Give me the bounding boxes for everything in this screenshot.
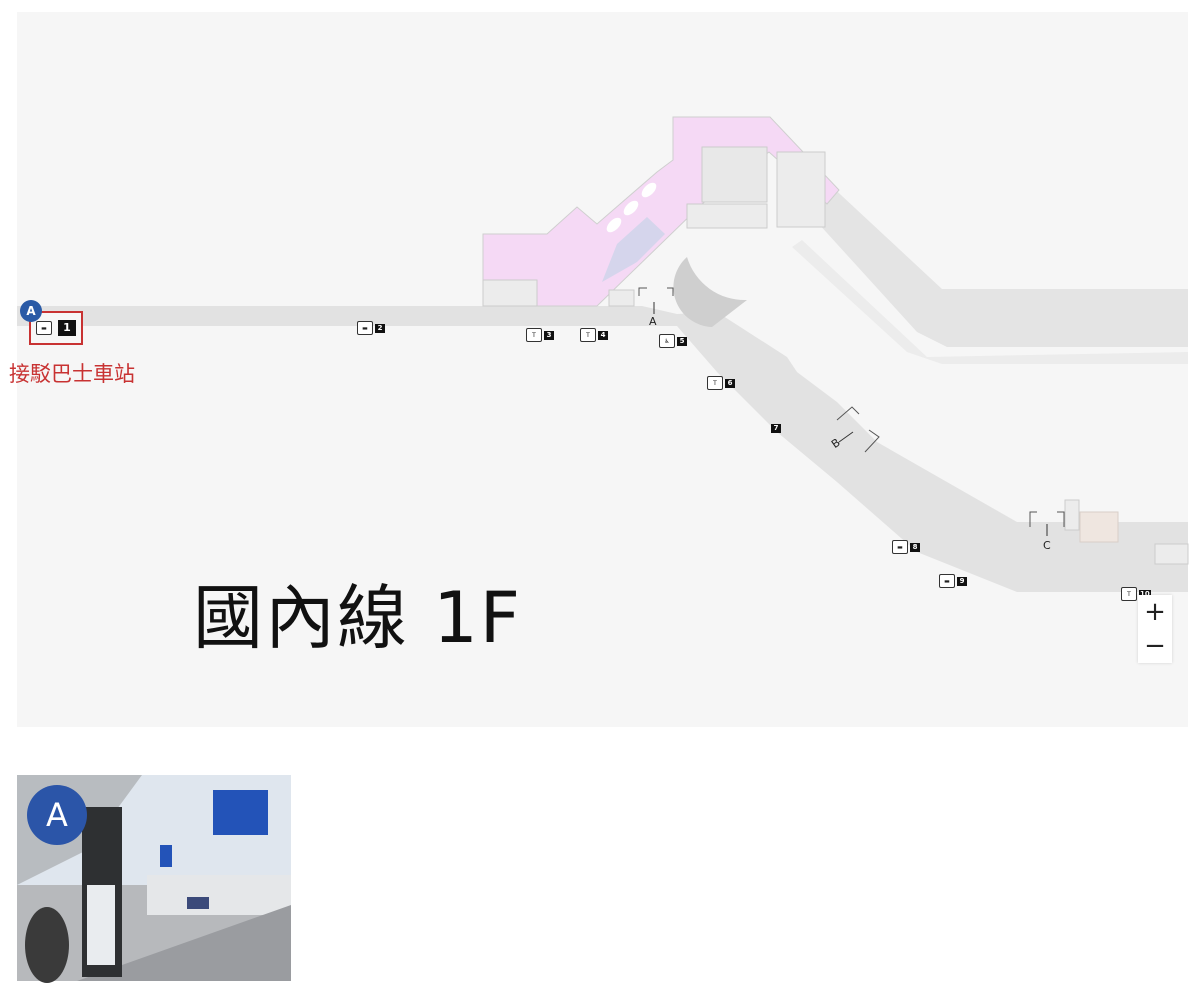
terminal-lavender <box>602 217 665 282</box>
floor-title: 國內線 1F <box>193 577 523 659</box>
stop-number: 1 <box>58 320 76 336</box>
map-shapes <box>17 116 1189 592</box>
stop-number: 2 <box>375 323 385 333</box>
zoom-in-button[interactable]: + <box>1144 597 1166 627</box>
bus-icon: ▬ <box>939 574 955 588</box>
photo-point-badge: A <box>27 785 87 845</box>
road-diagonal <box>677 312 1188 592</box>
bus-stop-9[interactable]: ▬ 9 <box>939 574 967 588</box>
stop-number: 6 <box>725 378 735 388</box>
zoom-out-button[interactable]: − <box>1144 631 1166 661</box>
taxi-stop-3[interactable]: T 3 <box>526 328 554 342</box>
road-left <box>17 306 677 326</box>
stop-number: 5 <box>677 336 687 346</box>
bus-icon: ▬ <box>36 321 52 335</box>
bus-icon: ▬ <box>892 540 908 554</box>
location-photo[interactable]: A <box>17 775 291 983</box>
stop-number: 7 <box>771 423 781 433</box>
stop-number: 10 <box>1139 589 1151 599</box>
taxi-stop-10[interactable]: T 10 <box>1121 587 1151 601</box>
bus-icon: ▬ <box>357 321 373 335</box>
rotunda <box>673 257 747 327</box>
zoom-controls: + − <box>1138 595 1172 663</box>
taxi-icon: T <box>526 328 542 342</box>
bus-stop-8[interactable]: ▬ 8 <box>892 540 920 554</box>
wheelchair-icon: ♿ <box>659 334 675 348</box>
stop-number: 3 <box>544 330 554 340</box>
taxi-stop-6[interactable]: T 6 <box>707 376 735 390</box>
accessible-stop-5[interactable]: ♿ 5 <box>659 334 687 348</box>
floor-map[interactable]: ▬ 1 A 接駁巴士車站 ▬ 2 T 3 T 4 ♿ 5 T 6 7 ▬ 8 ▬… <box>9 12 1189 727</box>
taxi-icon: T <box>1121 587 1137 601</box>
bus-stop-2[interactable]: ▬ 2 <box>357 321 385 335</box>
stop-number: 9 <box>957 576 967 586</box>
stop-number: 8 <box>910 542 920 552</box>
taxi-icon: T <box>580 328 596 342</box>
entrance-c-label: C <box>1043 539 1051 552</box>
stop-7[interactable]: 7 <box>771 421 781 435</box>
building-right-strip <box>792 240 1188 364</box>
point-a-badge[interactable]: A <box>20 300 42 322</box>
taxi-icon: T <box>707 376 723 390</box>
building-right <box>807 182 1188 347</box>
taxi-stop-4[interactable]: T 4 <box>580 328 608 342</box>
entrance-a-label: A <box>649 315 657 328</box>
stop-number: 4 <box>598 330 608 340</box>
shuttle-bus-station-label: 接駁巴士車站 <box>9 362 135 386</box>
